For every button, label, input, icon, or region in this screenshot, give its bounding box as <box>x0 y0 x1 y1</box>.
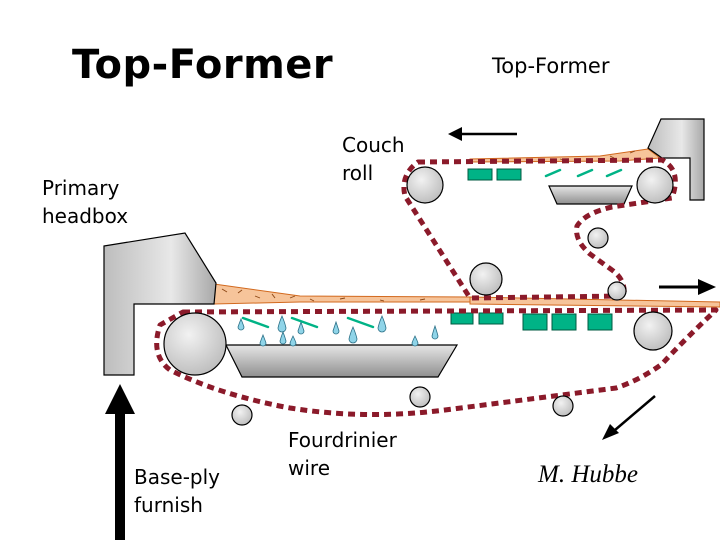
primary-headbox <box>103 232 217 376</box>
secondary-headbox <box>647 118 705 201</box>
suction-box <box>496 168 522 181</box>
top-former-wire-loop <box>401 157 678 301</box>
wire-guide-roll <box>552 395 574 417</box>
water-drop <box>289 335 297 347</box>
couch-roll-label: Couch roll <box>342 133 405 185</box>
suction-box <box>450 312 474 325</box>
foil-blade <box>290 316 319 329</box>
suction-box <box>522 313 548 331</box>
water-drop <box>237 317 245 331</box>
suction-box <box>551 313 577 331</box>
return-roll <box>607 281 627 301</box>
top-former-guide-roll <box>587 227 609 249</box>
transfer-roll <box>469 262 503 296</box>
water-drop <box>332 320 340 335</box>
foil-blade <box>605 168 623 178</box>
arrow-couch-direction <box>448 127 517 141</box>
fourdrinier-wire-loop <box>154 307 719 418</box>
arrow-sheet-out <box>659 279 716 295</box>
foil-blade <box>544 168 562 178</box>
base-ply-furnish-label: Base-ply furnish <box>134 465 221 517</box>
arrow-wire-return <box>602 395 656 440</box>
primary-headbox-label: Primary headbox <box>42 176 129 228</box>
water-drop <box>431 324 439 340</box>
fourdrinier-foils <box>241 316 375 329</box>
water-drops <box>237 314 439 347</box>
foil-blade <box>576 168 594 178</box>
breast-roll <box>163 312 227 376</box>
top-former-roll <box>636 166 674 204</box>
corner-title: Top-Former <box>492 54 610 78</box>
author-credit: M. Hubbe <box>538 461 638 488</box>
foil-blade <box>346 316 375 329</box>
wire-guide-roll <box>409 386 431 408</box>
stock-jet-primary <box>213 283 471 305</box>
fourdrinier-wire-label: Fourdrinier wire <box>288 428 397 480</box>
water-drop <box>297 320 305 335</box>
rolls <box>163 166 674 426</box>
page-title: Top-Former <box>72 42 334 88</box>
couch-roll <box>406 166 444 204</box>
suction-box <box>467 168 493 181</box>
wire-drive-roll <box>633 311 673 351</box>
water-drop <box>277 314 287 333</box>
arrow-base-ply-furnish <box>105 384 135 540</box>
top-former-foils <box>544 168 623 178</box>
suction-box <box>587 313 613 331</box>
water-drop <box>377 314 387 333</box>
suction-boxes <box>450 168 613 331</box>
fourdrinier-drainage-tray <box>225 344 459 378</box>
wire-guide-roll <box>231 404 253 426</box>
foil-blade <box>241 316 270 329</box>
water-drop <box>411 335 419 347</box>
top-former-drainage-tray <box>548 185 633 205</box>
water-drop <box>259 333 267 347</box>
suction-box <box>478 312 504 325</box>
water-drop <box>348 325 358 344</box>
water-drop <box>279 330 287 345</box>
